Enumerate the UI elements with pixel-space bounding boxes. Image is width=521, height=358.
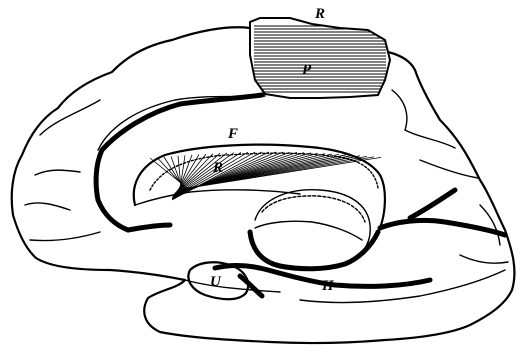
fornix-dashed <box>262 196 365 222</box>
label-r-mid: R <box>212 160 223 176</box>
frontal-gyrus-contour <box>25 100 100 241</box>
calcarine-sulcus <box>410 190 455 218</box>
corpus-callosum <box>134 145 385 228</box>
parieto-occipital-sulcus <box>380 220 505 235</box>
precuneus-contour <box>392 90 478 178</box>
rhinal-notch <box>240 276 262 296</box>
fornix-outline <box>255 190 370 262</box>
label-h: H <box>321 278 335 294</box>
label-p: P <box>302 62 312 78</box>
label-f: F <box>227 126 238 142</box>
label-r-top: R <box>314 6 325 22</box>
label-u: U <box>210 274 222 290</box>
callosal-sulcus <box>128 225 170 230</box>
thalamus-outline <box>255 221 362 240</box>
hatched-region <box>250 18 390 98</box>
